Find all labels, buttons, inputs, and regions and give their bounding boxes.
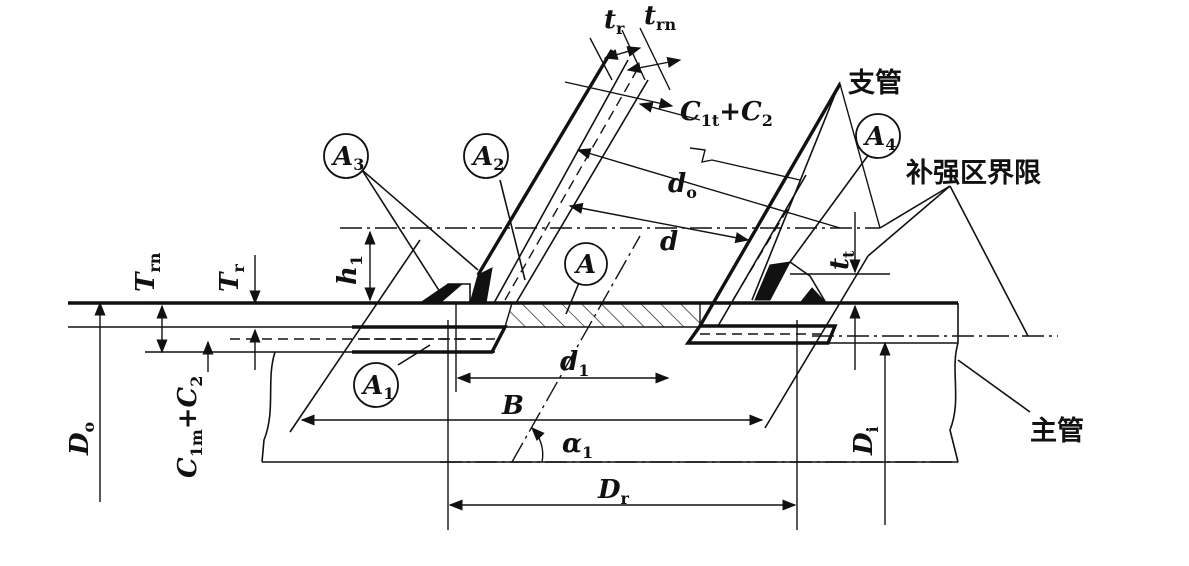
svg-text:A1: A1 (360, 371, 394, 403)
c1t-c2-line (711, 159, 801, 181)
limit-leader-3 (949, 185, 1029, 337)
welds (418, 261, 828, 304)
leaders (361, 81, 1031, 413)
branch-outer-right (698, 83, 842, 327)
area-a-hatch (504, 302, 701, 328)
label-reinforcement-limit: 补强区界限 (906, 158, 1041, 189)
tr-ext-1 (589, 37, 613, 81)
tr-dimension (603, 46, 642, 60)
d-dimension (568, 202, 750, 244)
main-pipe-leader (957, 359, 1031, 413)
c1t-c2-leader (564, 81, 674, 109)
alpha1-arc (531, 426, 545, 463)
a2-leader (499, 179, 526, 281)
branch-hidden-left (504, 69, 638, 301)
area-bubble-a3: A3 (323, 133, 369, 179)
branch-inner-left (493, 59, 629, 304)
main-pipe-right-break (949, 303, 959, 463)
c1t-c2-arrow (638, 101, 701, 121)
label-h1: h1 (333, 255, 366, 285)
limit-leader-1 (879, 185, 951, 229)
label-branch-pipe: 支管 (848, 68, 902, 99)
area-bubble-a1: A1 (353, 362, 399, 408)
svg-text:A: A (573, 250, 596, 280)
weld-right-cap (789, 261, 827, 304)
a4-leader (789, 149, 873, 263)
label-dr: Dr (597, 475, 630, 508)
a3-leader-2 (361, 169, 479, 271)
branch-pipe-leader (751, 81, 841, 301)
weld-right-pad (798, 287, 828, 304)
weld-left-inner (469, 267, 493, 304)
main-pipe-left-break (261, 351, 276, 463)
reinforcing-pad-right (684, 324, 838, 345)
svg-text:A4: A4 (862, 122, 896, 154)
area-bubble-a2: A2 (463, 133, 509, 179)
label-c1t-c2: C1t+C2 (680, 97, 773, 130)
label-d1: d1 (560, 347, 589, 380)
label-d: d (660, 227, 678, 257)
svg-text:A2: A2 (470, 142, 504, 174)
label-alpha1: α1 (562, 429, 593, 462)
area-bubble-a4: A4 (855, 113, 901, 159)
label-tr-main: Tr (215, 264, 248, 292)
label-do-branch: do (668, 169, 697, 202)
do-ext (839, 83, 881, 229)
area-bubble-a: A (564, 242, 608, 286)
a1-leader (397, 344, 431, 366)
label-di: Di (849, 426, 882, 456)
dimensions (94, 27, 891, 530)
label-c1m-c2: C1m+C2 (173, 376, 206, 478)
label-tt: tt (825, 250, 858, 270)
reinforcement-limit-line-left (289, 239, 421, 433)
label-b: B (501, 391, 524, 421)
label-trn-main: Trn (131, 252, 164, 292)
limit-leader-2 (867, 185, 951, 257)
c1t-c2-break (689, 147, 713, 163)
label-do-main: Do (65, 421, 98, 456)
branch-inner-left-2 (515, 79, 649, 304)
branch-hidden-right (732, 204, 791, 301)
tr-ext-3 (639, 27, 671, 91)
weld-left-cap (439, 283, 471, 304)
svg-text:A3: A3 (330, 142, 364, 174)
label-trn: trn (644, 1, 676, 34)
label-tr: tr (604, 5, 625, 38)
label-main-pipe: 主管 (1030, 416, 1084, 447)
reinforcement-limit-line-right (764, 255, 869, 429)
reinforcing-pad-left (352, 325, 508, 354)
a3-leader-1 (361, 169, 441, 293)
do-branch-dimension (576, 148, 841, 229)
tr-ext-2 (621, 29, 646, 81)
trn-branch-dimension (626, 56, 682, 74)
